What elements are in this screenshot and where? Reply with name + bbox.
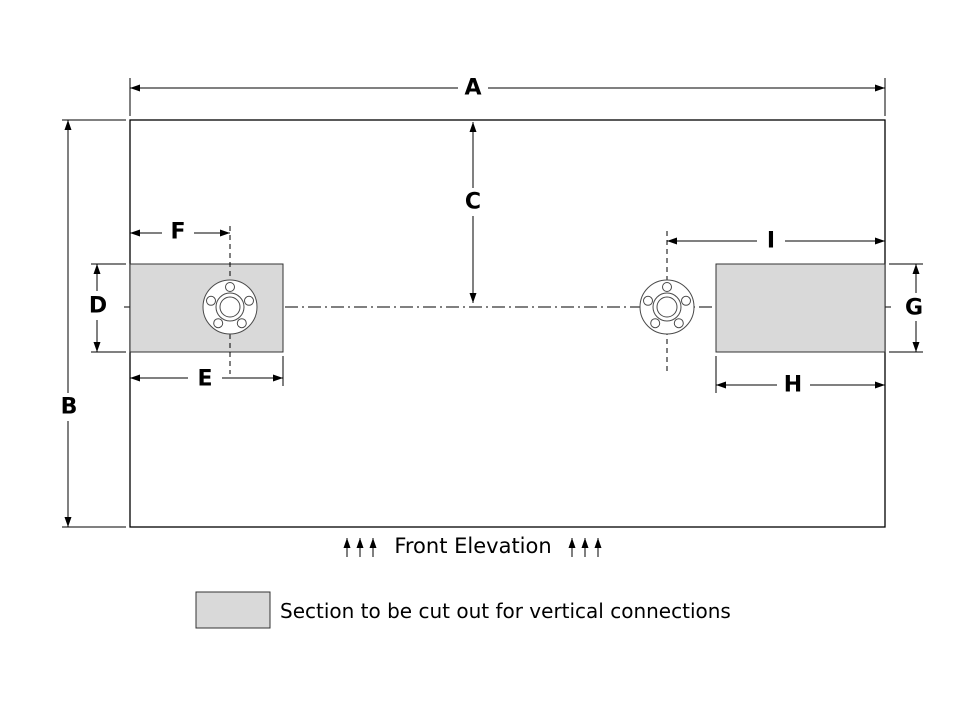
dimension-h: H (715, 356, 885, 398)
dimension-f: F (130, 220, 230, 245)
dim-label-i: I (767, 229, 775, 254)
flange-right (639, 231, 695, 374)
legend: Section to be cut out for vertical conne… (195, 591, 731, 629)
up-arrows-right (568, 538, 602, 557)
dimension-c: C (465, 122, 481, 303)
dimension-d: D (89, 263, 126, 353)
legend-text: Section to be cut out for vertical conne… (280, 599, 731, 623)
dimension-a: A (129, 76, 886, 116)
dimension-e: E (130, 356, 284, 392)
dim-label-f: F (170, 220, 185, 245)
flange-left (202, 226, 258, 374)
dim-label-c: C (465, 190, 481, 215)
dim-label-b: B (61, 395, 78, 420)
dimension-i: I (667, 229, 885, 254)
dim-label-h: H (784, 373, 802, 398)
cutout-section-right (715, 263, 886, 353)
legend-swatch (195, 591, 271, 629)
dimension-g: G (889, 263, 923, 353)
up-arrows-left (343, 538, 377, 557)
dim-label-d: D (89, 294, 107, 319)
dim-label-a: A (464, 76, 481, 101)
drawing-title: Front Elevation (394, 534, 551, 558)
dim-label-e: E (197, 367, 212, 392)
dim-label-g: G (905, 296, 923, 321)
title-group: Front Elevation (343, 534, 602, 558)
dimension-b: B (61, 119, 126, 528)
